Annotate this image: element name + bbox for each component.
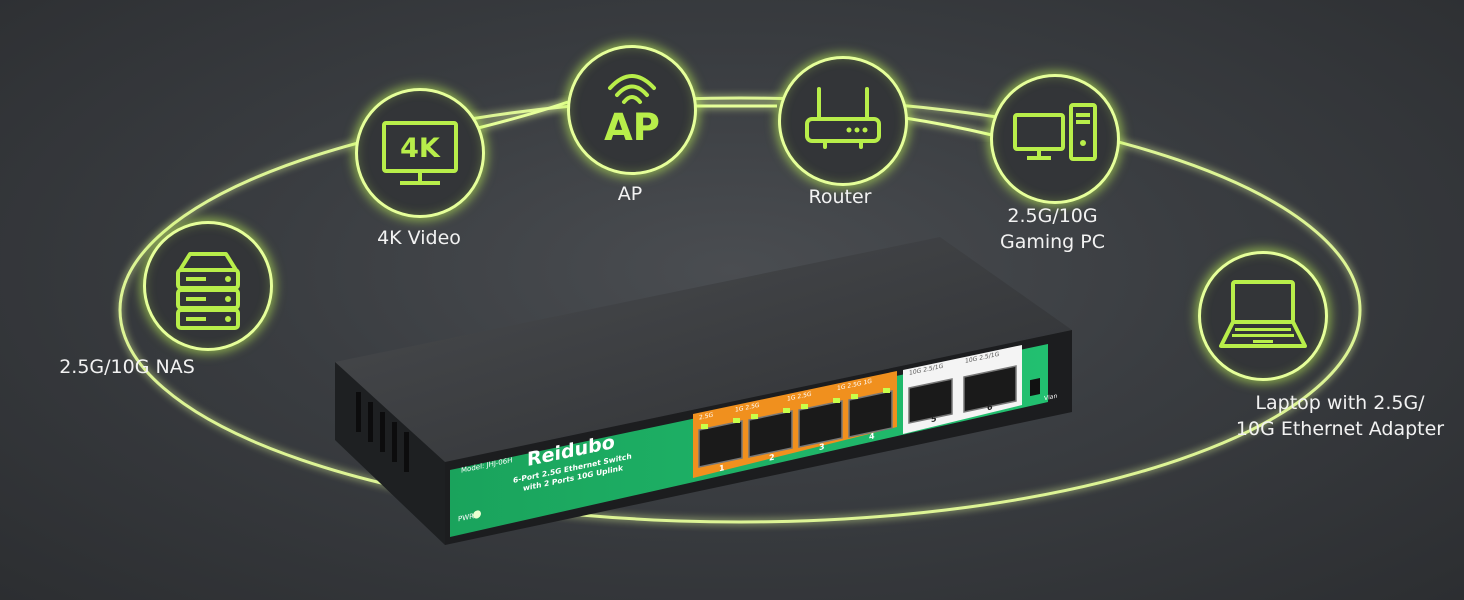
port-6-number: 6	[987, 402, 993, 413]
label-router: Router	[790, 184, 890, 210]
ap-label: AP	[617, 183, 643, 205]
pc-label-line1: 2.5G/10G	[1007, 205, 1098, 227]
node-gaming-pc	[990, 74, 1120, 204]
laptop-icon	[1219, 280, 1307, 348]
switch-left-side	[335, 362, 445, 545]
label-ap: AP	[600, 181, 660, 207]
nas-label: 2.5G/10G NAS	[59, 356, 195, 378]
node-ap: AP	[567, 45, 697, 175]
port-5-number: 5	[931, 414, 937, 425]
network-ring	[118, 96, 1362, 524]
router-icon	[805, 87, 881, 149]
port-leds	[701, 388, 890, 429]
node-router	[778, 56, 908, 186]
label-gaming-pc: 2.5G/10G Gaming PC	[985, 203, 1120, 255]
desktop-pc-icon	[1013, 103, 1097, 161]
ring-upper-link	[477, 100, 993, 137]
port-4-number: 4	[869, 431, 875, 442]
laptop-label-line2: 10G Ethernet Adapter	[1235, 418, 1445, 440]
model-label: Model: JHJ-06H	[461, 456, 513, 475]
pwr-led	[473, 509, 481, 520]
node-4k-video: 4K	[355, 88, 485, 218]
monitor-4k-icon	[382, 121, 458, 185]
rj45-ports	[698, 365, 1017, 468]
node-laptop	[1198, 251, 1328, 381]
label-nas: 2.5G/10G NAS	[52, 354, 202, 380]
switch-top	[335, 237, 1072, 462]
vent-slots	[356, 392, 409, 472]
port-2-speed: 1G 2.5G	[735, 401, 760, 414]
pc-label-line2: Gaming PC	[999, 231, 1106, 253]
vlan-dip-switch	[1030, 377, 1040, 397]
port-3-speed: 1G 2.5G	[787, 390, 812, 403]
node-nas	[143, 221, 273, 351]
laptop-label-line1: Laptop with 2.5G/	[1255, 392, 1425, 414]
port-2-number: 2	[769, 452, 775, 463]
router-label: Router	[808, 186, 872, 208]
port-1-number: 1	[719, 463, 725, 474]
label-laptop: Laptop with 2.5G/ 10G Ethernet Adapter	[1225, 390, 1455, 442]
server-icon	[176, 252, 240, 330]
video-label: 4K Video	[377, 227, 461, 249]
wifi-ap-icon	[608, 74, 656, 104]
ethernet-switch	[335, 237, 1072, 545]
port-band-orange	[693, 371, 897, 478]
label-4k-video: 4K Video	[359, 225, 479, 251]
port-3-number: 3	[819, 441, 825, 453]
pwr-label: PWR	[458, 512, 475, 524]
ap-badge: AP	[604, 106, 660, 149]
port-1-speed: 2.5G	[699, 411, 714, 422]
4k-badge: 4K	[400, 133, 440, 164]
